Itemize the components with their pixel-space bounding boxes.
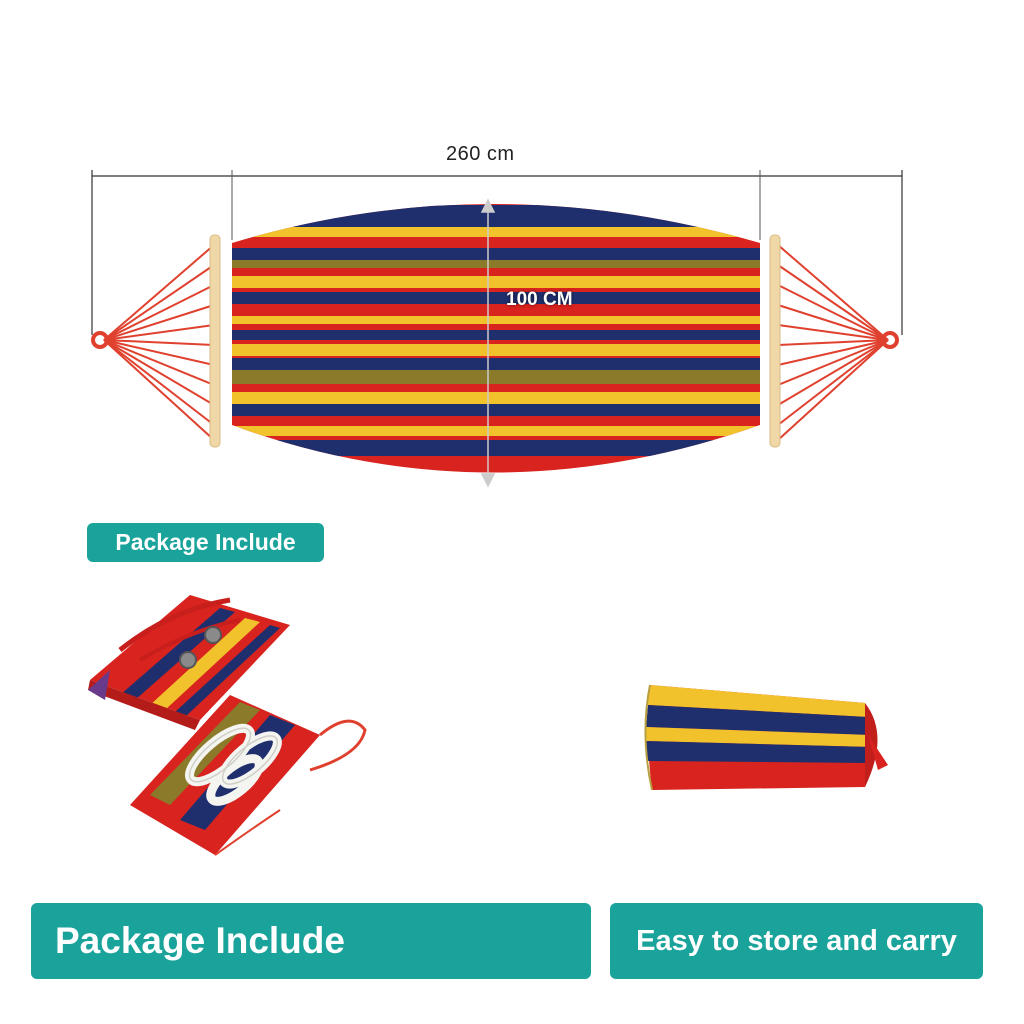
package-contents-image [88, 595, 367, 856]
width-label: 100 CM [506, 289, 573, 310]
left-ring-icon [91, 331, 109, 349]
left-spreader-bar [209, 234, 221, 448]
folded-hammock [88, 595, 290, 730]
dimension-guides [91, 170, 903, 335]
right-spreader-bar [769, 234, 781, 448]
hammock-image [91, 198, 899, 488]
right-ring-icon [881, 331, 899, 349]
carry-bag-image [644, 684, 888, 791]
package-include-tag-small: Package Include [87, 523, 324, 562]
easy-to-store-tag: Easy to store and carry [610, 903, 983, 979]
height-arrow [480, 198, 496, 488]
white-ropes-outline [188, 727, 279, 785]
length-label: 260 cm [446, 143, 515, 165]
left-ropes [103, 244, 215, 441]
right-ropes [777, 244, 889, 441]
hammock-bed [232, 204, 760, 473]
package-include-tag-large: Package Include [31, 903, 591, 979]
